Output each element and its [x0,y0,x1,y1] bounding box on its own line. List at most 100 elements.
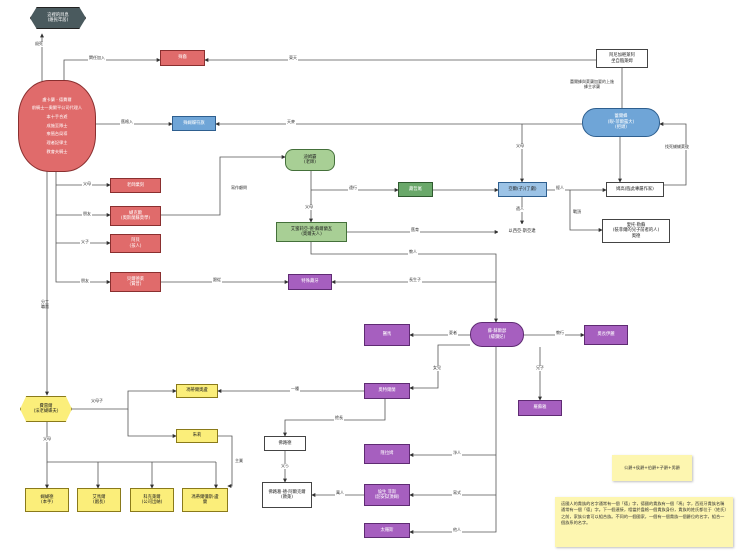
node-xiqi[interactable]: 阿尼加輕萊阿 坐自臨萊姆 [596,49,648,68]
node-abi-text: 蕾爾蜂 (眼-菲爾露大) (把頭) [607,114,635,131]
label-ahou: 父母 [82,181,92,187]
node-top-text: 这裡的目息 (維民牢居) [47,12,69,23]
node-wNode1[interactable]: 佛路德 [264,436,306,451]
node-y2-text: 馮蒂爾奧盧 [186,388,208,394]
label-xiao: 父母 [42,436,52,442]
label-weihang: 寫作顧問 [230,185,248,191]
edge-y3-b4 [218,435,233,488]
node-purpleG-text: 倫生 菲斯 (韶安獄頂蝴) [374,489,400,500]
node-wNode2[interactable]: 佛路葛‧德‧阿爾克爾 (教萊) [262,482,312,508]
label-danda: 擔長 [334,415,344,421]
edge-yl-y3 [127,409,177,438]
node-buzheng[interactable]: 殊裔 [160,50,205,66]
label-sicheng: 找死蝴蝴萊彼 [664,144,690,150]
node-purpleH[interactable]: 太羅斯 [364,523,410,538]
node-qin-text: 亞爾(子)(了劇) [508,186,537,192]
node-redB[interactable]: 蝴克爾 (奧斯蘭蘇莫學) [110,206,161,226]
node-purpleH-text: 太羅斯 [380,527,394,533]
node-wNode1-text: 佛路德 [278,440,292,446]
node-redD[interactable]: 貝爾德萊 (贊普) [110,272,161,292]
edge-redB-shen [161,155,286,216]
node-purpleD[interactable]: 羅蘇雅 [518,400,562,416]
node-shen[interactable]: 迪姆霸 (老師) [285,149,335,171]
node-purpleMid-text: 蘇‧蘇爾瑟 (繡彌妃) [487,329,507,340]
node-shen-text: 迪姆霸 (老師) [303,154,317,165]
node-yellowL-text: 費雷爾 (法老蝴蝶夫) [33,403,59,414]
node-greenMid[interactable]: 艾蜜莉亞‧德‧蘇爾蘭瓦 (奧爾夫人) [276,222,347,242]
label-xianren: 閑任加入 [88,55,106,61]
label-zhangao: 遠行 [348,185,358,191]
edge-girl-mother [569,190,603,232]
node-y3[interactable]: 朱莉 [176,429,218,443]
edge-yl-fork [72,389,177,410]
label-hongxiang: 殺死 [34,41,44,47]
node-wNode2-text: 佛路葛‧德‧阿爾克爾 (教萊) [268,489,306,500]
node-qin[interactable]: 亞爾(子)(了劇) [498,182,547,197]
node-b2[interactable]: 艾馬爾 (姻長) [77,488,121,512]
label-wuyuan: 萬人 [335,490,345,496]
note-small: 公爵+侯爵+伯爵+子爵+男爵 [612,455,692,481]
label-zhanhou: 朋友 [80,278,90,284]
label-qianhou: 經人 [555,185,565,191]
label-qiang: 跟從 [212,277,222,283]
node-purpleL[interactable]: 醫馬 [364,324,410,346]
node-buzheng-text: 殊裔 [178,55,187,61]
node-b4[interactable]: 馮蒂爾彌斯‧盧 蘭 [182,488,228,512]
label-zhoucheng: 主業 [234,458,244,464]
node-hong-text: 藏哲尾 [409,186,422,192]
node-main[interactable]: 盧卡蘭 · 德費爾 前騎士—奧爾平公司代理人 本十手合遊 成施至隊士 來殖台局導… [18,80,96,172]
node-redD-text: 貝爾德萊 (贊普) [126,276,145,287]
node-b1[interactable]: 蝴蝴德 (本手) [25,488,69,512]
node-purpleD-text: 羅蘇雅 [533,405,547,411]
label-yuan: 父ら [280,463,290,469]
label-noah: 夏者 [448,330,458,336]
label-heshi: 寫式 [452,490,462,496]
note-big: 這國人的貴族的名字通常有一個「德」字，德國的貴族有一個「馮」字，西班牙貴族名稱通… [555,497,733,547]
label-last: 他人 [452,527,462,533]
node-b1-text: 蝴蝴德 (本手) [40,494,54,505]
note-small-text: 公爵+侯爵+伯爵+子爵+男爵 [624,464,680,470]
node-abi[interactable]: 蕾爾蜂 (眼-菲爾露大) (把頭) [582,108,660,137]
node-redA[interactable]: 老師業刻 [110,178,161,193]
edge-sicheng [652,122,687,186]
node-redC[interactable]: 阿貝 (孩人) [110,234,161,253]
node-ribbon-text: 殊蝴蝶符旗 [183,120,205,126]
node-qiu-text: 以西亞‧斯亞達 [508,228,536,234]
node-purpleC[interactable]: 特殊藏牙 [288,274,332,290]
label-tong: 兄子 [535,365,545,371]
label-zhouchuan: 教人 [408,249,418,255]
node-qiu[interactable]: 以西亞‧斯亞達 [498,224,546,239]
node-purpleG[interactable]: 倫生 菲斯 (韶安獄頂蝴) [364,484,410,506]
node-girl[interactable]: 姆高(臨此專屬作家) [606,182,664,197]
node-top[interactable]: 这裡的目息 (維民牢居) [30,7,86,29]
node-purpleC-text: 特殊藏牙 [301,279,319,285]
label-fuqin: 父母 [515,143,525,149]
label-youyou: 朋友 [82,211,92,217]
node-purpleMid[interactable]: 蘇‧蘇爾瑟 (繡彌妃) [470,322,524,347]
node-mother[interactable]: 愛托‧勒蘇 (裝菲爾的兒子前者的人) 奧德 [602,219,670,243]
node-purpleR[interactable]: 奧長伊麗 [584,325,628,345]
node-redA-text: 老師業刻 [126,182,145,188]
node-b3[interactable]: 科克萊爾 (公司出納) [130,488,174,512]
node-mother-text: 愛托‧勒蘇 (裝菲爾的兒子前者的人) 奧德 [612,222,660,239]
node-redC-text: 阿貝 (孩人) [129,238,142,249]
node-ribbon[interactable]: 殊蝴蝶符旗 [172,116,216,131]
node-girl-text: 姆高(臨此專屬作家) [616,186,654,192]
node-main-text: 盧卡蘭 · 德費爾 前騎士—奧爾平公司代理人 本十手合遊 成施至隊士 來殖台局導… [31,96,83,154]
node-greenMid-text: 艾蜜莉亞‧德‧蘇爾蘭瓦 (奧爾夫人) [290,226,333,237]
edge-mid-down [310,242,498,323]
node-purpleE-text: 奧特爾蘭 [378,388,396,394]
node-purpleF[interactable]: 隆拉姆 [364,444,410,464]
label-fuzi2: 父母子 [90,398,104,404]
node-xiqi-text: 阿尼加輕萊阿 坐自臨萊姆 [609,53,635,64]
label-dongtai: 東天 [288,55,298,61]
label-ribbon: 舊格入 [120,119,134,125]
label-yiqi: 一種 [290,386,300,392]
node-yellowL[interactable]: 費雷爾 (法老蝴蝶夫) [20,396,72,422]
label-ribbonR: 天麥 [286,119,296,125]
node-y2[interactable]: 馮蒂爾奧盧 [176,384,218,398]
node-y3-text: 朱莉 [192,433,202,439]
node-hong[interactable]: 藏哲尾 [398,182,433,197]
node-purpleE[interactable]: 奧特爾蘭 [364,383,410,399]
label-hang: 分工 職責 [41,299,49,309]
